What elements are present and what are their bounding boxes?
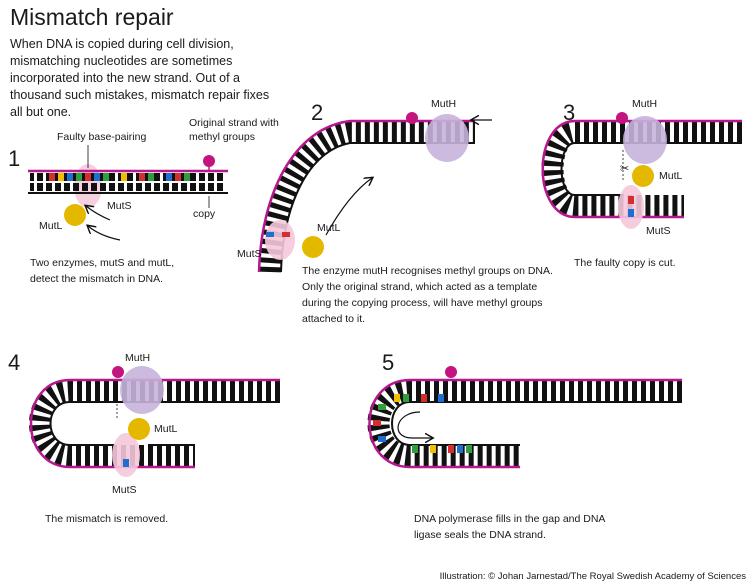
- step-3-original-strand: [541, 119, 742, 219]
- label-muth-4: MutH: [125, 352, 151, 364]
- step-3-methyl-group: [616, 112, 628, 124]
- step-4-number: 4: [8, 350, 21, 375]
- step-3-caption: The faulty copy is cut.: [574, 257, 676, 269]
- step-1-caption: Two enzymes, mutS and mutL, detect the m…: [30, 257, 175, 285]
- step-3-muth-icon: [623, 116, 667, 164]
- step-4-original-strand: [29, 378, 280, 469]
- label-faulty-base-pairing: Faulty base-pairing: [57, 131, 147, 143]
- step-3-figure: ✂: [541, 112, 742, 229]
- label-mutl-3: MutL: [659, 170, 683, 182]
- step-2-muts-icon: [265, 220, 295, 260]
- step-4-caption: The mismatch is removed.: [45, 513, 169, 525]
- step-3-muts-icon: [618, 185, 644, 229]
- step-4-methyl-group: [112, 366, 124, 378]
- step-5-methyl-group: [445, 366, 457, 378]
- step-4-figure: [29, 366, 280, 477]
- step-1-figure: [28, 145, 228, 241]
- step-5-original-strand: [368, 378, 682, 469]
- step-5-caption: DNA polymerase fills in the gap and DNA …: [414, 513, 605, 541]
- illustration-credit: Illustration: © Johan Jarnestad/The Roya…: [439, 571, 746, 582]
- step-2-original-strand: [257, 119, 475, 273]
- scissors-icon: ✂: [620, 163, 629, 175]
- intro-text: When DNA is copied during cell division,…: [10, 37, 270, 119]
- polymerase-arrow: [397, 411, 432, 438]
- step-4-muts-icon: [112, 433, 140, 477]
- step-3-number: 3: [563, 100, 576, 125]
- step-1-methyl-group: [203, 155, 215, 167]
- label-copy: copy: [193, 208, 216, 220]
- step-5-new-bases: [373, 394, 472, 453]
- label-muts-3: MutS: [646, 225, 671, 237]
- step-4-muth-icon: [120, 366, 164, 414]
- step-2-figure: [257, 112, 492, 273]
- label-mutl-2: MutL: [317, 222, 341, 234]
- step-3-dna-rungs: [541, 121, 742, 217]
- label-mutl-4: MutL: [154, 423, 178, 435]
- label-muts-2: MutS: [237, 248, 262, 260]
- step-2-mutl-icon: [302, 236, 324, 258]
- label-mutl-1: MutL: [39, 220, 63, 232]
- step-5-dna-rungs: [367, 380, 682, 467]
- step-3-mutl-icon: [632, 165, 654, 187]
- step-5-number: 5: [382, 350, 395, 375]
- step-1-mutl-icon: [64, 204, 86, 226]
- step-4-dna-rungs: [29, 380, 280, 467]
- step-1-colored-bases: [49, 173, 190, 181]
- step-5-figure: [367, 366, 682, 469]
- step-4-copy-strand: [49, 401, 280, 446]
- step-5-copy-strand: [391, 401, 682, 446]
- step-2-muth-icon: [425, 114, 469, 162]
- step-1-dna-rungs: [30, 173, 226, 191]
- label-muts-1: MutS: [107, 200, 132, 212]
- step-2-methyl-group: [406, 112, 418, 124]
- step-2-number: 2: [311, 100, 324, 125]
- step-3-copy-strand: [560, 142, 742, 196]
- label-muth-2: MutH: [431, 98, 457, 110]
- diagram-title: Mismatch repair: [10, 4, 174, 30]
- step-2-caption: The enzyme mutH recognises methyl groups…: [302, 265, 553, 325]
- step-4-mutl-icon: [128, 418, 150, 440]
- label-muts-4: MutS: [112, 484, 137, 496]
- step-1-number: 1: [8, 146, 21, 171]
- label-muth-3: MutH: [632, 98, 658, 110]
- label-original-strand: Original strand with methyl groups: [189, 117, 279, 143]
